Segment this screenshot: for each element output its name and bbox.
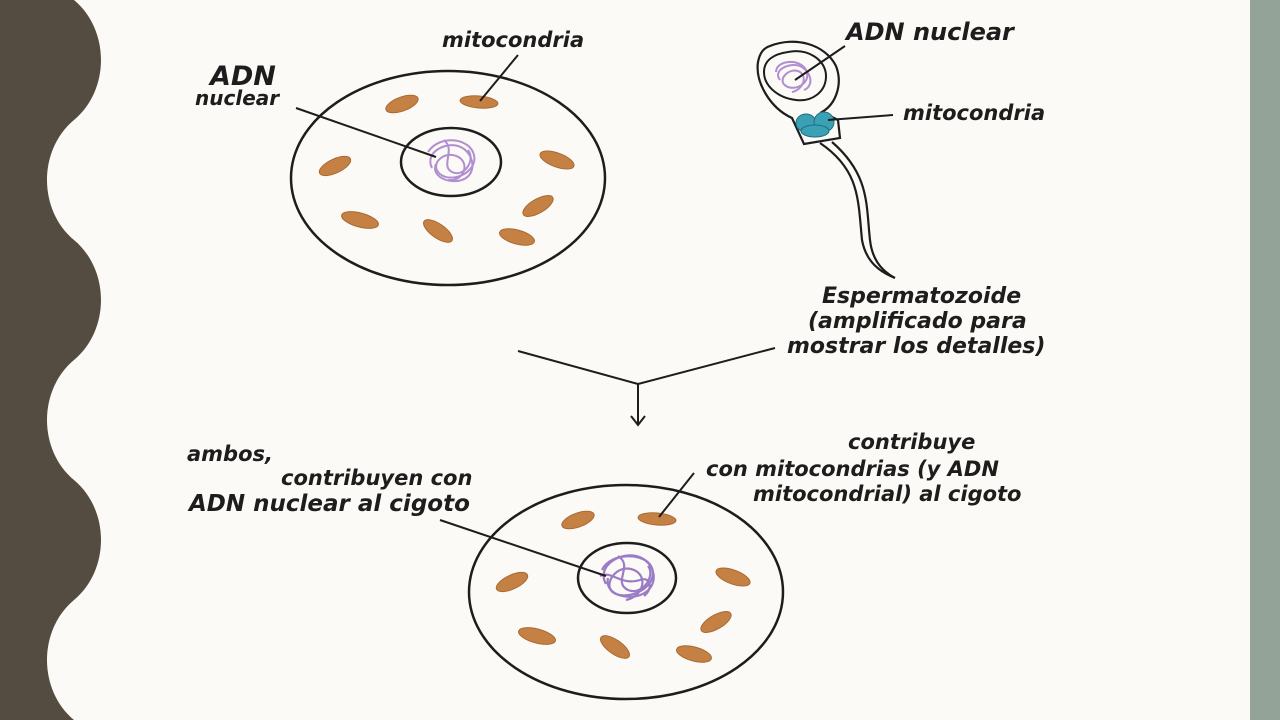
right-side-band xyxy=(1250,0,1280,720)
zygote-left-label-line1: ambos, xyxy=(187,442,273,466)
sperm-caption-line1: Espermatozoide xyxy=(822,284,1021,309)
zygote-mito-pointer xyxy=(658,472,695,518)
mitochondrion xyxy=(495,571,529,593)
left-wavy-band xyxy=(0,0,101,720)
egg-dna-label-line2: nuclear xyxy=(195,86,280,110)
zygote-right-label-line3: mitocondrial) al cigoto xyxy=(753,482,1022,506)
mitochondrion xyxy=(561,510,595,530)
sperm-head-inner xyxy=(762,50,828,102)
sperm-mito-pointer xyxy=(827,114,894,121)
mitochondrion xyxy=(385,94,419,114)
egg-dna-tangle xyxy=(427,139,476,183)
sperm-dna-pointer xyxy=(794,45,846,81)
zygote-dna-pointer xyxy=(439,519,607,577)
sperm-tail xyxy=(819,141,896,280)
mitochondrion xyxy=(715,567,751,587)
egg-mitochondria xyxy=(318,94,575,246)
sperm-midpiece-mitochondria xyxy=(795,111,835,138)
arrow-left-branch xyxy=(517,350,639,385)
mitochondrion xyxy=(459,95,499,109)
sperm-head xyxy=(756,40,842,146)
sperm-dna-tangle xyxy=(775,61,812,93)
zygote-nucleus xyxy=(576,541,678,615)
egg-dna-pointer xyxy=(295,107,437,158)
arrow-right-branch xyxy=(637,347,776,385)
sperm-dna-label: ADN nuclear xyxy=(844,18,1016,46)
zygote-right-label-line1: contribuye xyxy=(848,430,975,454)
sperm-mito-label: mitocondria xyxy=(903,101,1045,125)
mitochondrion xyxy=(318,155,352,177)
egg-mito-label: mitocondria xyxy=(442,28,584,52)
zygote-cell: ambos, contribuyen con ADN nuclear al ci… xyxy=(187,430,1022,701)
sperm-caption-line2: (amplificado para xyxy=(808,309,1027,334)
mitochondrion xyxy=(700,611,732,633)
mitochondrion xyxy=(676,645,712,663)
sperm-cell: ADN nuclear mitocondria Espermatozoide (… xyxy=(756,18,1045,359)
mitochondrion xyxy=(539,150,575,170)
egg-membrane xyxy=(289,69,607,287)
sperm-caption-line3: mostrar los detalles) xyxy=(787,334,1045,359)
mitochondrion xyxy=(341,211,379,229)
mitochondrion xyxy=(499,228,535,246)
mitochondrion xyxy=(423,219,453,243)
zygote-dna-tangle xyxy=(599,554,655,602)
zygote-membrane xyxy=(467,483,785,701)
mitochondrion xyxy=(522,195,554,217)
fusion-arrow xyxy=(517,347,776,427)
mitochondrion xyxy=(637,512,677,526)
sperm-mitochondrion xyxy=(800,124,830,138)
mitochondrion xyxy=(600,635,630,659)
egg-cell: mitocondria ADN nuclear xyxy=(195,28,607,287)
arrow-head xyxy=(630,415,646,427)
egg-mito-pointer xyxy=(479,54,519,102)
zygote-left-label-line2: contribuyen con xyxy=(281,466,472,490)
zygote-left-label-line3: ADN nuclear al cigoto xyxy=(187,491,470,517)
zygote-right-label-line2: con mitocondrias (y ADN xyxy=(706,457,999,481)
zygote-mitochondria xyxy=(495,510,751,663)
egg-dna-label-line1: ADN xyxy=(208,61,276,92)
mitochondrion xyxy=(518,627,556,645)
egg-nucleus xyxy=(399,126,503,198)
